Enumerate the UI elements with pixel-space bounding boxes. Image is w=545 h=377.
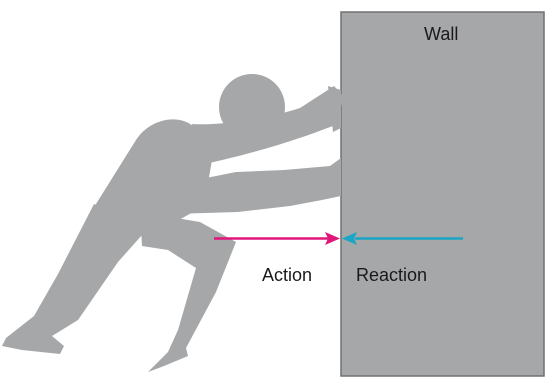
action-label: Action (262, 265, 312, 285)
back-leg-shape (2, 204, 150, 354)
wall-label: Wall (424, 24, 458, 44)
person-pushing-figure (2, 74, 343, 372)
reaction-label: Reaction (356, 265, 427, 285)
front-leg-shape (140, 212, 236, 372)
wall-block (341, 12, 544, 376)
